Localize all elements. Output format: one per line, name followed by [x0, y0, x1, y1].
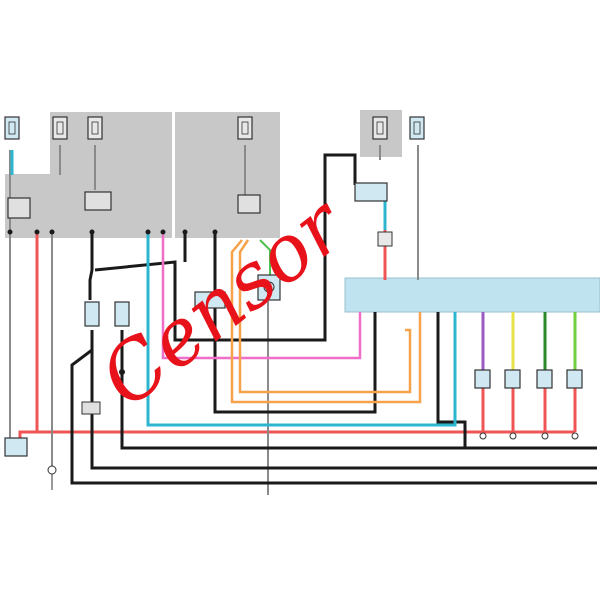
output-component-icon [536, 369, 553, 389]
fuse-icon [237, 116, 253, 140]
pink-wire [161, 232, 362, 360]
fuse-icon [4, 116, 20, 140]
relay-icon [84, 191, 112, 211]
sensor-icon [257, 274, 281, 301]
relay-icon [237, 194, 261, 214]
connector-icon [354, 182, 388, 202]
control-module [344, 277, 600, 313]
ground-icon [479, 432, 579, 440]
fuse-icon [87, 116, 103, 140]
fuse-icon [372, 116, 388, 140]
connector-icon [377, 231, 393, 247]
cyan-wires [10, 150, 457, 427]
junction-dots [7, 229, 218, 375]
switch-icon [84, 301, 100, 327]
fuse-icon [409, 116, 425, 140]
orange-wires [230, 239, 422, 404]
connector-icon [194, 291, 226, 309]
gray-wires [9, 145, 419, 495]
relay-icon [7, 197, 31, 219]
ground-icon [47, 465, 57, 490]
component-icon [4, 437, 28, 457]
output-component-icon [474, 369, 491, 389]
output-component-icon [504, 369, 521, 389]
module-output-wires [481, 312, 577, 372]
fuse-icon [52, 116, 68, 140]
green-wire [259, 239, 271, 278]
diode-icon [81, 401, 101, 415]
output-component-icon [566, 369, 583, 389]
relay-block-right [175, 112, 280, 238]
switch-icon [114, 301, 130, 327]
